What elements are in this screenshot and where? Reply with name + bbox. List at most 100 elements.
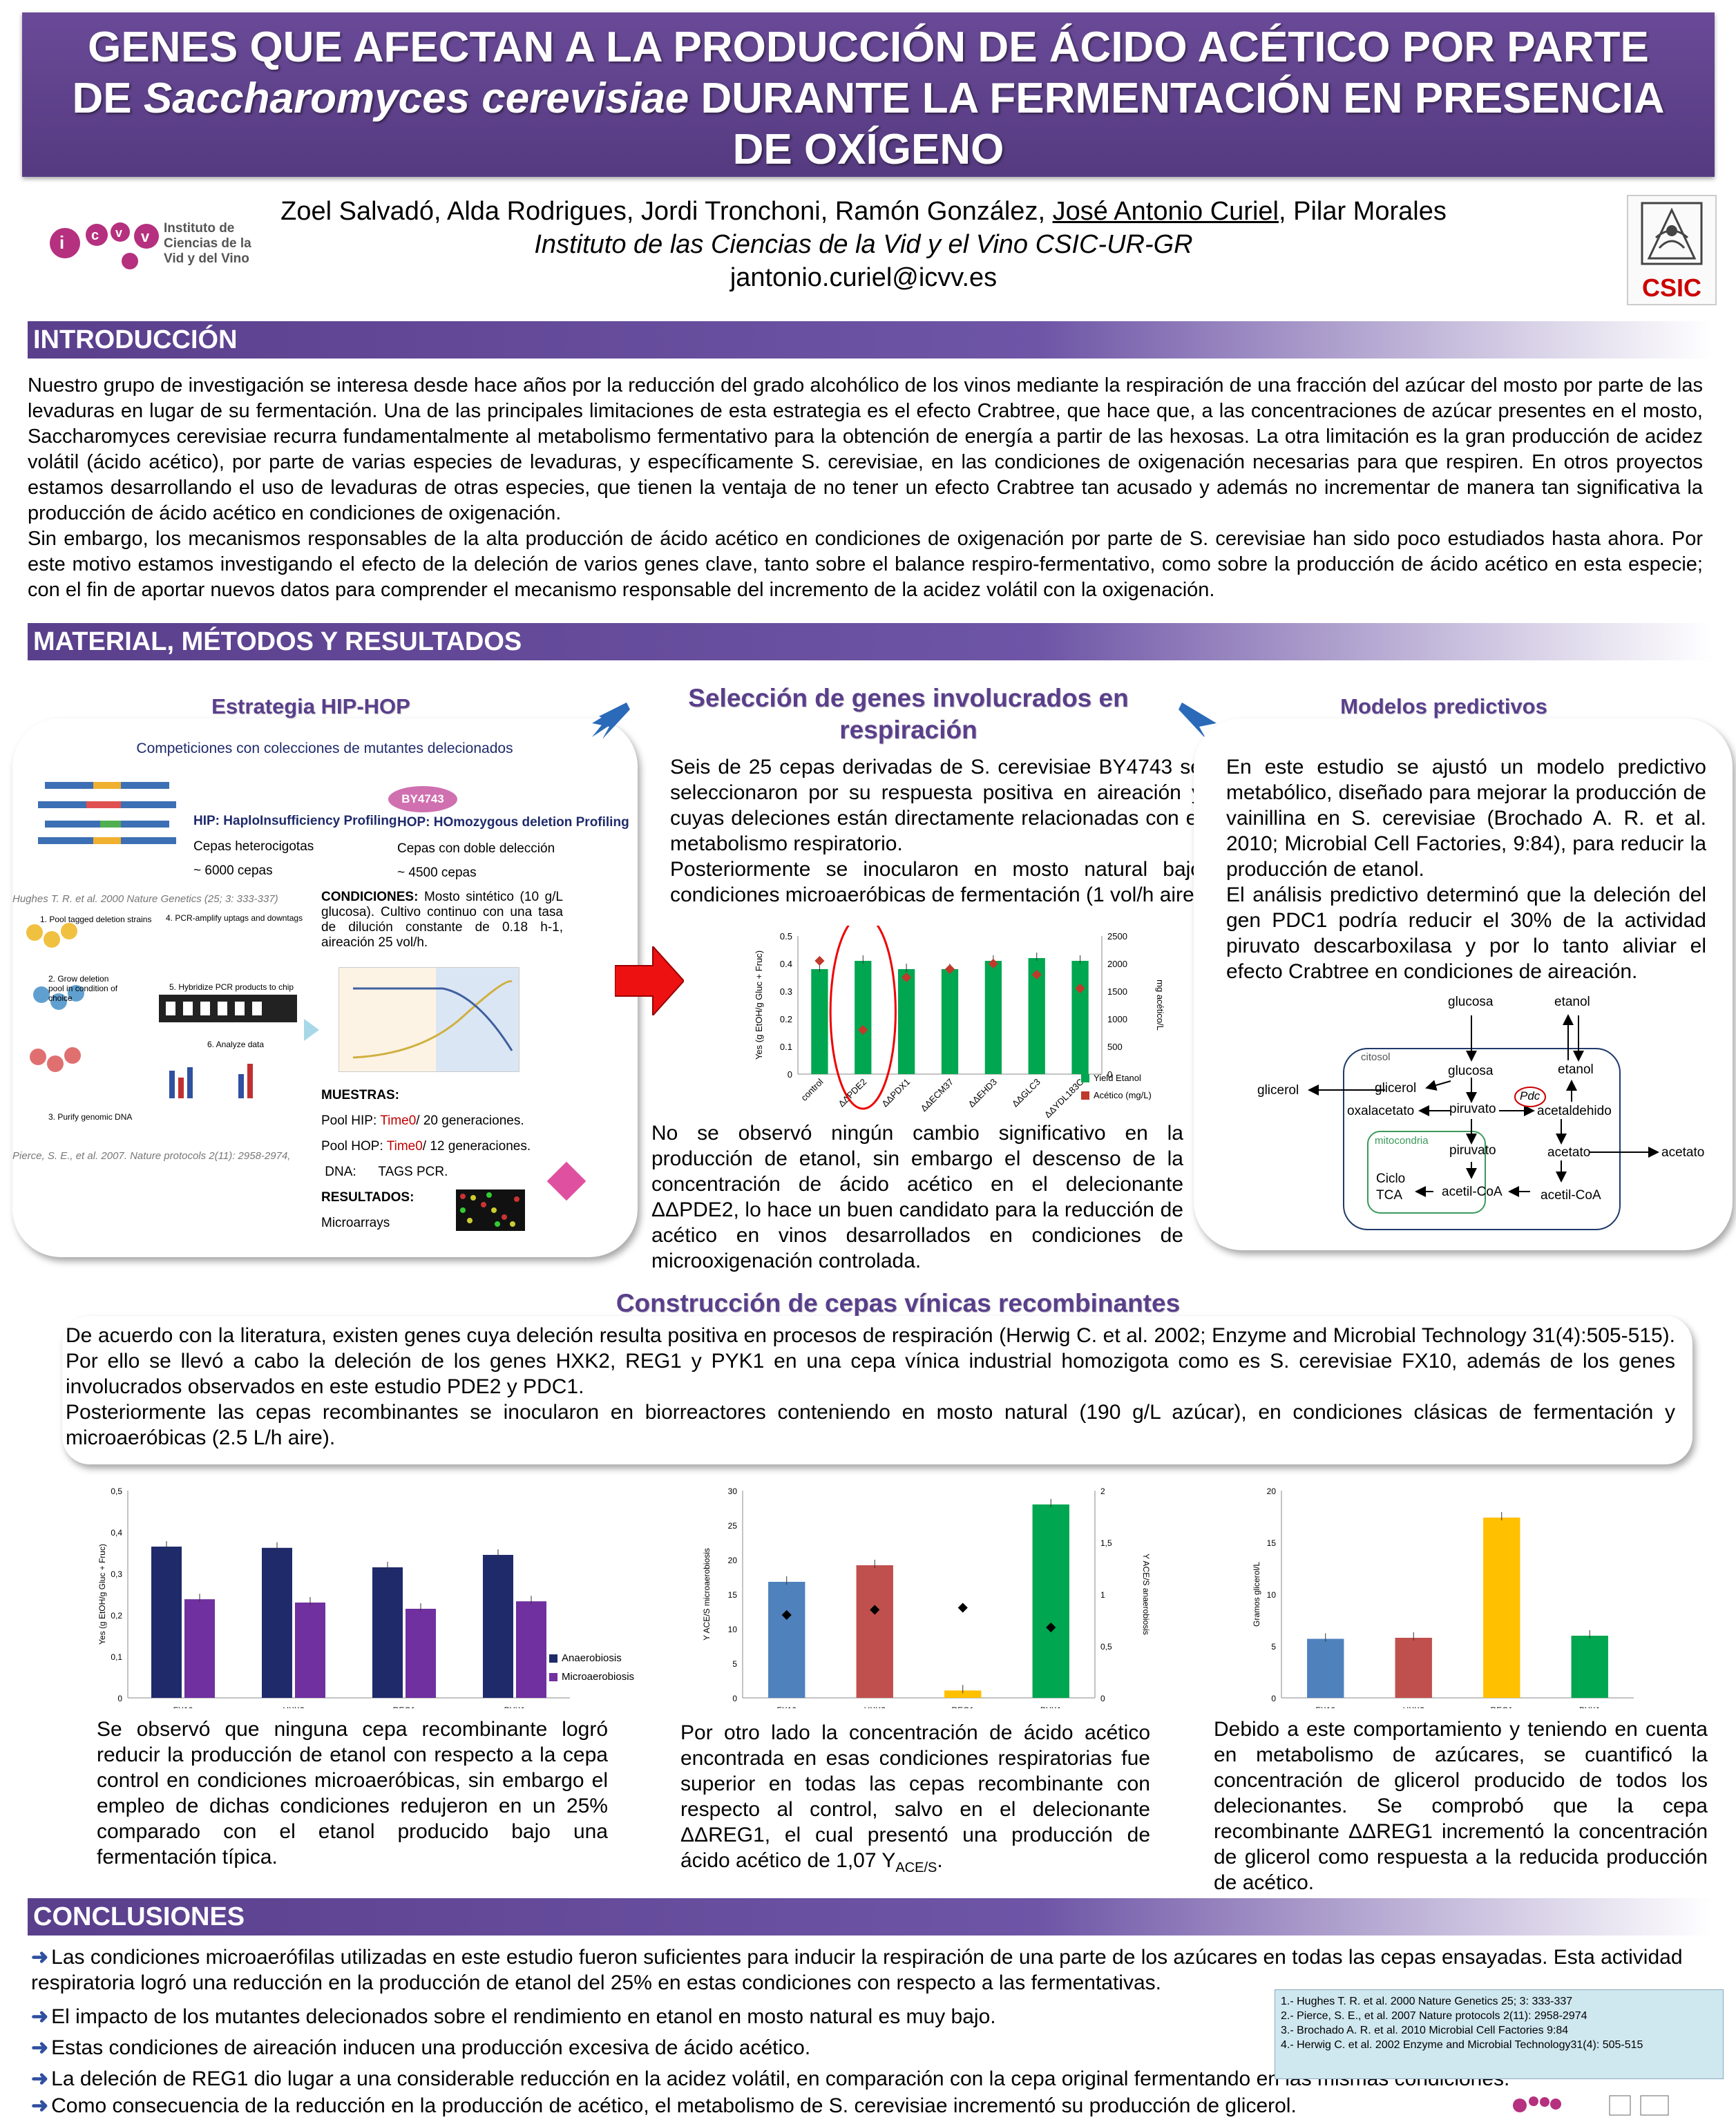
y-axis-label: Yes (g EtOH/g Gluc + Fruc) [97, 1544, 107, 1645]
x-tick-label: HXK2 [1403, 1705, 1425, 1708]
bar [984, 961, 1002, 1074]
step-3: 3. Purify genomic DNA [48, 1112, 133, 1122]
construccion-p1: De acuerdo con la literatura, existen ge… [66, 1324, 1675, 1398]
y-tick-label: 10 [728, 1625, 738, 1634]
y2-axis-label: mg acético/L [1155, 979, 1165, 1031]
legend-swatch [1081, 1091, 1089, 1100]
construccion-text: De acuerdo con la literatura, existen ge… [66, 1323, 1675, 1451]
y2-tick-label: 1 [1100, 1590, 1105, 1600]
arrow-right-icon [304, 1019, 319, 1041]
csic-text: CSIC [1641, 274, 1701, 302]
y2-axis-label: Y ACE/S anaerobiosis [1141, 1554, 1151, 1635]
x-tick-label: HXK2 [283, 1705, 305, 1708]
title-line-2: DE Saccharomyces cerevisiae DURANTE LA F… [72, 75, 1665, 122]
label-citosol: citosol [1361, 1051, 1391, 1063]
y-axis-label: Gramos glicerol/L [1252, 1562, 1261, 1627]
y2-tick-label: 0 [1100, 1694, 1105, 1703]
x-tick-label: REG1 [1490, 1705, 1513, 1708]
caption-acetic: Por otro lado la concentración de ácido … [680, 1721, 1150, 1875]
step-4: 4. PCR-amplify uptags and downtags [166, 913, 303, 923]
node-glucosa-out: glucosa [1448, 995, 1494, 1009]
y-tick-label: 0.3 [780, 986, 792, 997]
y-tick-label: 0,1 [111, 1652, 122, 1662]
reference-1: 1.- Hughes T. R. et al. 2000 Nature Gene… [1281, 1996, 1573, 2007]
legend-label: Anaerobiosis [562, 1652, 622, 1664]
authors-block: Zoel Salvadó, Alda Rodrigues, Jordi Tron… [207, 195, 1520, 294]
y-tick-label: 15 [728, 1590, 738, 1600]
red-arrow-icon [614, 944, 685, 1017]
bullet-arrow-icon: ➜ [31, 2036, 49, 2059]
hip-line-1: Cepas heterocigotas [193, 839, 314, 854]
legend-label: Yield Etanol [1094, 1073, 1141, 1083]
conclusion-3: ➜Estas condiciones de aireación inducen … [31, 2036, 811, 2059]
title-line-3: DE OXÍGENO [732, 126, 1004, 173]
x-tick-label: FX10 [776, 1705, 797, 1708]
bullet-arrow-icon: ➜ [31, 2005, 49, 2028]
hop-line-2: ~ 4500 cepas [397, 866, 477, 880]
modelos-p1: En este estudio se ajustó un modelo pred… [1226, 756, 1706, 881]
step-2: 2. Grow deletion pool in condition of ch… [48, 974, 118, 1003]
hiphop-ref-2: Pierce, S. E., et al. 2007. Nature proto… [12, 1150, 291, 1162]
bar [151, 1547, 182, 1698]
metabolic-diagram: glucosa etanol citosol glucosa etanol gl… [1243, 995, 1727, 1243]
seleccion-text-1: Seis de 25 cepas derivadas de S. cerevis… [670, 754, 1202, 908]
x-tick-label: PYK1 [1040, 1705, 1062, 1708]
y2-tick-label: 1000 [1107, 1014, 1127, 1024]
y-tick-label: 5 [732, 1659, 737, 1669]
node-glucosa-in: glucosa [1448, 1064, 1494, 1078]
seleccion-p3: No se observó ningún cambio significativ… [651, 1122, 1183, 1272]
legend-swatch [549, 1673, 557, 1681]
y-tick-label: 0.4 [780, 959, 792, 969]
bar [1395, 1638, 1432, 1698]
svg-text:c: c [91, 228, 99, 243]
reference-3: 3.- Brochado A. R. et al. 2010 Microbial… [1281, 2025, 1569, 2036]
x-tick-label: PYK1 [504, 1705, 526, 1708]
y2-tick-label: 2500 [1107, 931, 1127, 941]
x-tick-label: ΔΔEHD3 [966, 1077, 999, 1109]
y-axis-label: Y ACE/S microaerobiosis [702, 1548, 712, 1641]
node-acetato-out: acetato [1661, 1145, 1705, 1160]
x-tick-label: FX10 [1315, 1705, 1335, 1708]
node-etanol-in: etanol [1558, 1062, 1594, 1077]
hiphop-ref-1: Hughes T. R. et al. 2000 Nature Genetics… [12, 893, 278, 905]
x-tick-label: ΔΔGLC3 [1010, 1077, 1042, 1109]
bar [516, 1601, 546, 1698]
icvv-text-1: Instituto de [164, 221, 235, 236]
intro-paragraph-2: Sin embargo, los mecanismos responsables… [28, 528, 1703, 601]
muestras-block: MUESTRAS: Pool HIP: Time0/ 20 generacion… [321, 1088, 531, 1230]
modelos-p2: El análisis predictivo determinó que la … [1226, 883, 1706, 983]
construccion-p2: Posteriormente las cepas recombinantes s… [66, 1401, 1675, 1449]
construccion-panel [62, 1316, 1692, 1464]
y-tick-label: 0.2 [780, 1014, 792, 1024]
section-conclusions-header: CONCLUSIONES [28, 1898, 1713, 1935]
label-mitocondria: mitocondria [1375, 1135, 1429, 1147]
node-etanol-out: etanol [1554, 995, 1590, 1009]
legend-swatch [549, 1654, 557, 1663]
bar [1071, 961, 1089, 1074]
y2-tick-label: 2 [1100, 1487, 1105, 1496]
bar [1307, 1638, 1344, 1698]
node-piruvato-2: piruvato [1449, 1143, 1496, 1158]
bar [898, 969, 915, 1074]
blue-arrow-right-icon [1179, 699, 1220, 740]
y2-tick-label: 0,5 [1100, 1642, 1112, 1652]
icvv-letter-i: i [59, 232, 64, 253]
bullet-arrow-icon: ➜ [31, 1946, 49, 1969]
node-oxalacetato: oxalacetato [1347, 1104, 1415, 1118]
references-box: 1.- Hughes T. R. et al. 2000 Nature Gene… [1275, 1989, 1724, 2079]
bar [941, 969, 959, 1074]
bar [184, 1599, 215, 1698]
y-tick-label: 0,4 [111, 1528, 122, 1538]
icvv-text-2: Ciencias de la [164, 236, 251, 251]
x-tick-label: ΔΔPDX1 [879, 1077, 912, 1109]
icvv-logo: i c v v Instituto de Ciencias de la Vid … [43, 207, 264, 283]
conclusion-4: ➜La deleción de REG1 dio lugar a una con… [31, 2067, 1510, 2090]
intro-paragraph-1: Nuestro grupo de investigación se intere… [28, 374, 1703, 524]
y2-tick-label: 0 [1107, 1069, 1112, 1080]
data-marker [944, 964, 955, 975]
y2-tick-label: 1,5 [1100, 1538, 1112, 1548]
x-tick-label: ΔΔYDL183C [1042, 1077, 1086, 1120]
